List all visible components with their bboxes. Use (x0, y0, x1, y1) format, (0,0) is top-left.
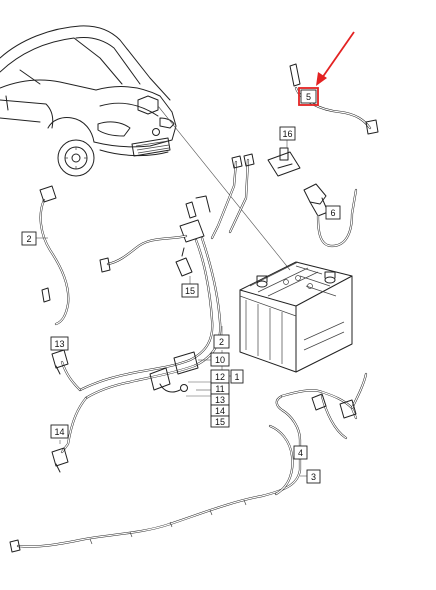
connector-14 (51, 447, 69, 473)
leader-car-to-battery (157, 105, 291, 271)
callout-label-14-stack: 14 (215, 406, 225, 416)
callout-label-1: 1 (234, 372, 239, 382)
callout-10: 10 (210, 352, 230, 367)
upper-cable-stubs (210, 153, 255, 240)
battery (239, 261, 353, 373)
callout-label-2-right: 2 (219, 337, 224, 347)
part-6-clamp (303, 183, 358, 248)
callout-1: 1 (230, 369, 244, 384)
callout-4: 4 (293, 445, 308, 460)
callout-label-13-top: 13 (54, 339, 64, 349)
callout-13-top: 13 (50, 336, 69, 351)
callout-2-left: 2 (21, 231, 37, 246)
main-wiring-harness (60, 195, 222, 454)
part-16-terminal (267, 140, 301, 177)
callout-label-16: 16 (282, 129, 292, 139)
highlight-arrow (321, 31, 355, 79)
callout-5: 5 (300, 89, 317, 104)
callout-label-10: 10 (215, 355, 225, 365)
callout-label-13-stack: 13 (215, 395, 225, 405)
callout-label-12: 12 (215, 372, 225, 382)
callout-label-11: 11 (215, 384, 224, 394)
leader-lines (59, 276, 232, 444)
callout-16: 16 (279, 126, 296, 141)
callout-label-15-stack: 15 (215, 417, 225, 427)
callout-stack: 12 11 13 14 15 (210, 369, 230, 428)
callout-label-6: 6 (330, 208, 335, 218)
callout-label-5: 5 (306, 92, 311, 102)
callout-label-2-left: 2 (26, 234, 31, 244)
car-illustration (0, 25, 177, 177)
callout-6: 6 (325, 205, 341, 220)
callout-14-left: 14 (50, 424, 69, 439)
highlight-arrowhead (316, 72, 327, 86)
part-2-left-cable (36, 185, 70, 326)
highlight-box (298, 87, 319, 106)
callout-label-14-left: 14 (54, 427, 64, 437)
callout-2-right: 2 (213, 334, 230, 349)
callout-3: 3 (306, 469, 321, 484)
callout-15-top: 15 (181, 283, 199, 298)
callout-label-3: 3 (311, 472, 316, 482)
lower-cable-assembly (9, 372, 368, 553)
callout-label-4: 4 (298, 448, 303, 458)
callout-label-15-top: 15 (185, 286, 195, 296)
